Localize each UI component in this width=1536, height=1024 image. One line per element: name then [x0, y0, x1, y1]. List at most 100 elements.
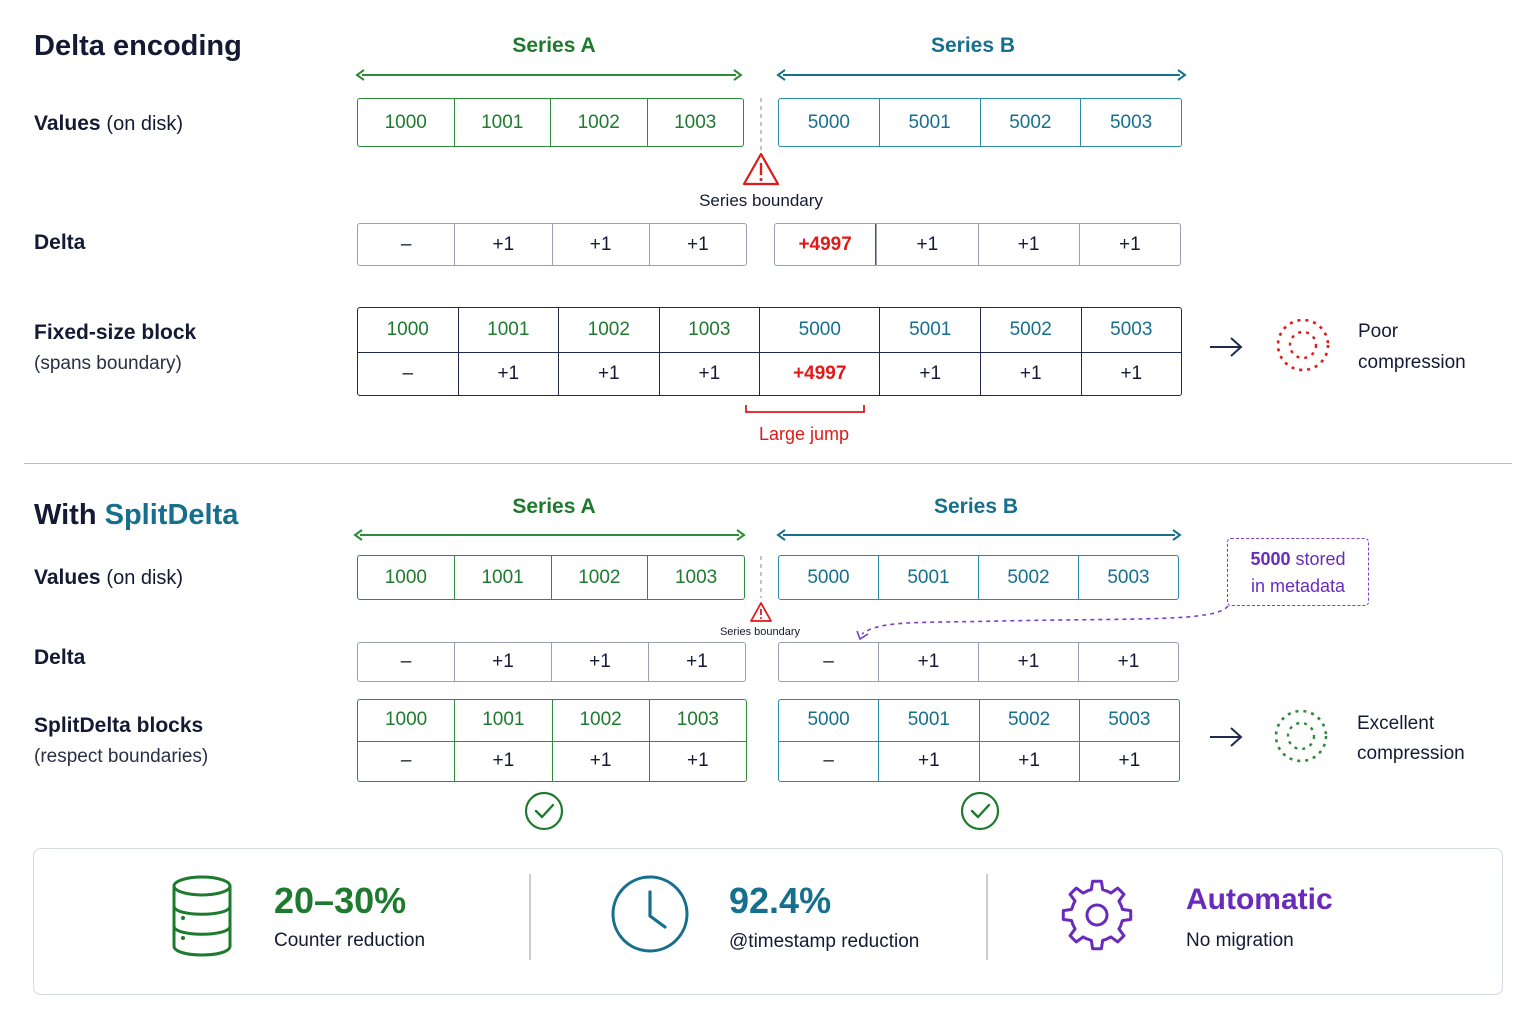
top-values-series-a: 1000 1001 1002 1003 [357, 98, 744, 147]
delta-cell: +1 [551, 643, 648, 681]
result-line1: Excellent [1357, 713, 1435, 734]
delta-cell: +1 [876, 224, 977, 265]
block-value-cell: 1002 [558, 308, 659, 352]
delta-cell: +1 [454, 643, 551, 681]
bottom-values-series-a: 1000 1001 1002 1003 [357, 555, 745, 600]
delta-cell: +1 [648, 643, 745, 681]
fixed-size-block: 1000 1001 1002 1003 5000 5001 5002 5003 … [357, 307, 1182, 396]
bottom-diagram-lines [353, 529, 1328, 831]
value-cell: 1000 [384, 566, 428, 588]
stats-separator [986, 874, 988, 960]
metadata-arrowhead [856, 630, 869, 641]
block-delta-cell: +1 [1078, 741, 1179, 781]
arrow-right-icon-bottom [1210, 727, 1243, 747]
title-prefix: With [34, 499, 97, 531]
stat-label-automatic: No migration [1186, 930, 1294, 951]
value-cell: 5001 [878, 556, 978, 599]
delta-cell: +1 [454, 224, 551, 265]
stats-separator [529, 874, 531, 960]
large-jump-bracket [745, 405, 865, 413]
series-boundary-label-small: Series boundary [719, 626, 801, 638]
delta-cell: – [400, 233, 412, 255]
delta-cell-jump: +4997 [775, 224, 877, 265]
value-cell: 1002 [550, 99, 647, 146]
value-cell: 5001 [878, 99, 980, 146]
metadata-line1: 5000 stored [1228, 546, 1368, 573]
large-jump-label: Large jump [758, 424, 850, 444]
block-deltas-row: – +1 +1 +1 +4997 +1 +1 +1 [358, 351, 1181, 395]
values-label-sub: (on disk) [106, 113, 184, 135]
delta-cell: +1 [978, 643, 1078, 681]
value-cell: 1001 [453, 556, 551, 599]
section-title-delta-encoding: Delta encoding [34, 30, 242, 62]
delta-cell: – [823, 651, 834, 672]
gear-icon [1061, 879, 1133, 951]
value-cell: 5003 [1078, 556, 1178, 599]
bottom-delta-series-a: – +1 +1 +1 [357, 642, 746, 682]
series-a-label: Series A [512, 34, 596, 57]
arrow-right-icon [1210, 337, 1243, 357]
stat-label-counter: Counter reduction [274, 930, 426, 951]
bottom-delta-series-b: – +1 +1 +1 [778, 642, 1179, 682]
block-value-cell: 5000 [759, 308, 879, 352]
section-title-splitdelta: With SplitDelta [34, 499, 238, 532]
block-deltas-row: – +1 +1 +1 [358, 740, 746, 781]
check-circle-icon [960, 791, 1000, 831]
stats-panel [33, 848, 1503, 995]
block-value-cell: 1002 [551, 700, 649, 741]
block-value-cell: 5000 [807, 709, 850, 731]
title-brand: SplitDelta [104, 499, 239, 531]
block-value-cell: 5002 [980, 308, 1081, 352]
top-values-series-b: 5000 5001 5002 5003 [778, 98, 1182, 147]
values-row-label: Values (on disk) [34, 112, 183, 136]
block-delta-cell: +1 [648, 741, 746, 781]
poor-compression-icon [1276, 318, 1330, 372]
top-delta-series-b: +4997 +1 +1 +1 [774, 223, 1181, 266]
block-value-cell: 1001 [457, 308, 559, 352]
bottom-values-series-b: 5000 5001 5002 5003 [778, 555, 1179, 600]
clock-icon [611, 875, 689, 953]
database-icon [172, 875, 232, 957]
stat-value-automatic: Automatic [1186, 883, 1333, 916]
delta-cell: +1 [977, 224, 1079, 265]
series-b-label: Series B [930, 34, 1016, 57]
block-delta-cell: – [400, 750, 412, 772]
result-line1: Poor [1358, 321, 1399, 342]
top-diagram-lines [355, 69, 1330, 413]
series-b-span-arrow-bottom [776, 529, 1182, 541]
series-a-span-arrow-bottom [353, 529, 746, 541]
value-cell: 1002 [550, 556, 648, 599]
block-delta-cell: +1 [558, 352, 659, 395]
warning-icon-small [750, 602, 772, 622]
block-delta-cell: +1 [980, 352, 1081, 395]
block-value-cell: 1001 [454, 700, 551, 741]
block-value-cell: 5003 [1078, 700, 1179, 741]
value-cell: 1003 [646, 99, 744, 146]
values-row-label-bottom: Values (on disk) [34, 566, 183, 590]
fixed-block-sub: (spans boundary) [34, 353, 182, 374]
splitdelta-block-a: 1000 1001 1002 1003 – +1 +1 +1 [357, 699, 747, 782]
delta-cell: +1 [551, 224, 649, 265]
block-values-row: 1000 1001 1002 1003 5000 5001 5002 5003 [358, 308, 1181, 352]
block-delta-cell: +1 [457, 352, 559, 395]
block-value-cell: 1003 [658, 308, 760, 352]
values-label-text: Values [34, 112, 101, 135]
warning-icon [742, 152, 780, 186]
value-cell: 5002 [978, 556, 1078, 599]
value-cell: 5000 [807, 111, 851, 133]
result-line2: compression [1357, 743, 1465, 764]
block-delta-cell: – [823, 750, 834, 772]
value-cell: 5000 [807, 566, 850, 588]
block-delta-cell: +1 [879, 352, 980, 395]
values-label-text: Values [34, 566, 101, 589]
block-value-cell: 5001 [879, 308, 980, 352]
block-delta-cell: +1 [454, 741, 551, 781]
metadata-stored: stored [1295, 549, 1346, 569]
splitdelta-blocks-sub: (respect boundaries) [34, 746, 209, 767]
delta-cell: +1 [648, 224, 746, 265]
splitdelta-block-b: 5000 5001 5002 5003 – +1 +1 +1 [778, 699, 1180, 782]
delta-row-label-bottom: Delta [34, 646, 86, 669]
metadata-value: 5000 [1250, 549, 1291, 569]
block-delta-cell: +1 [978, 741, 1079, 781]
poor-compression-label: Poor compression [1358, 316, 1466, 378]
